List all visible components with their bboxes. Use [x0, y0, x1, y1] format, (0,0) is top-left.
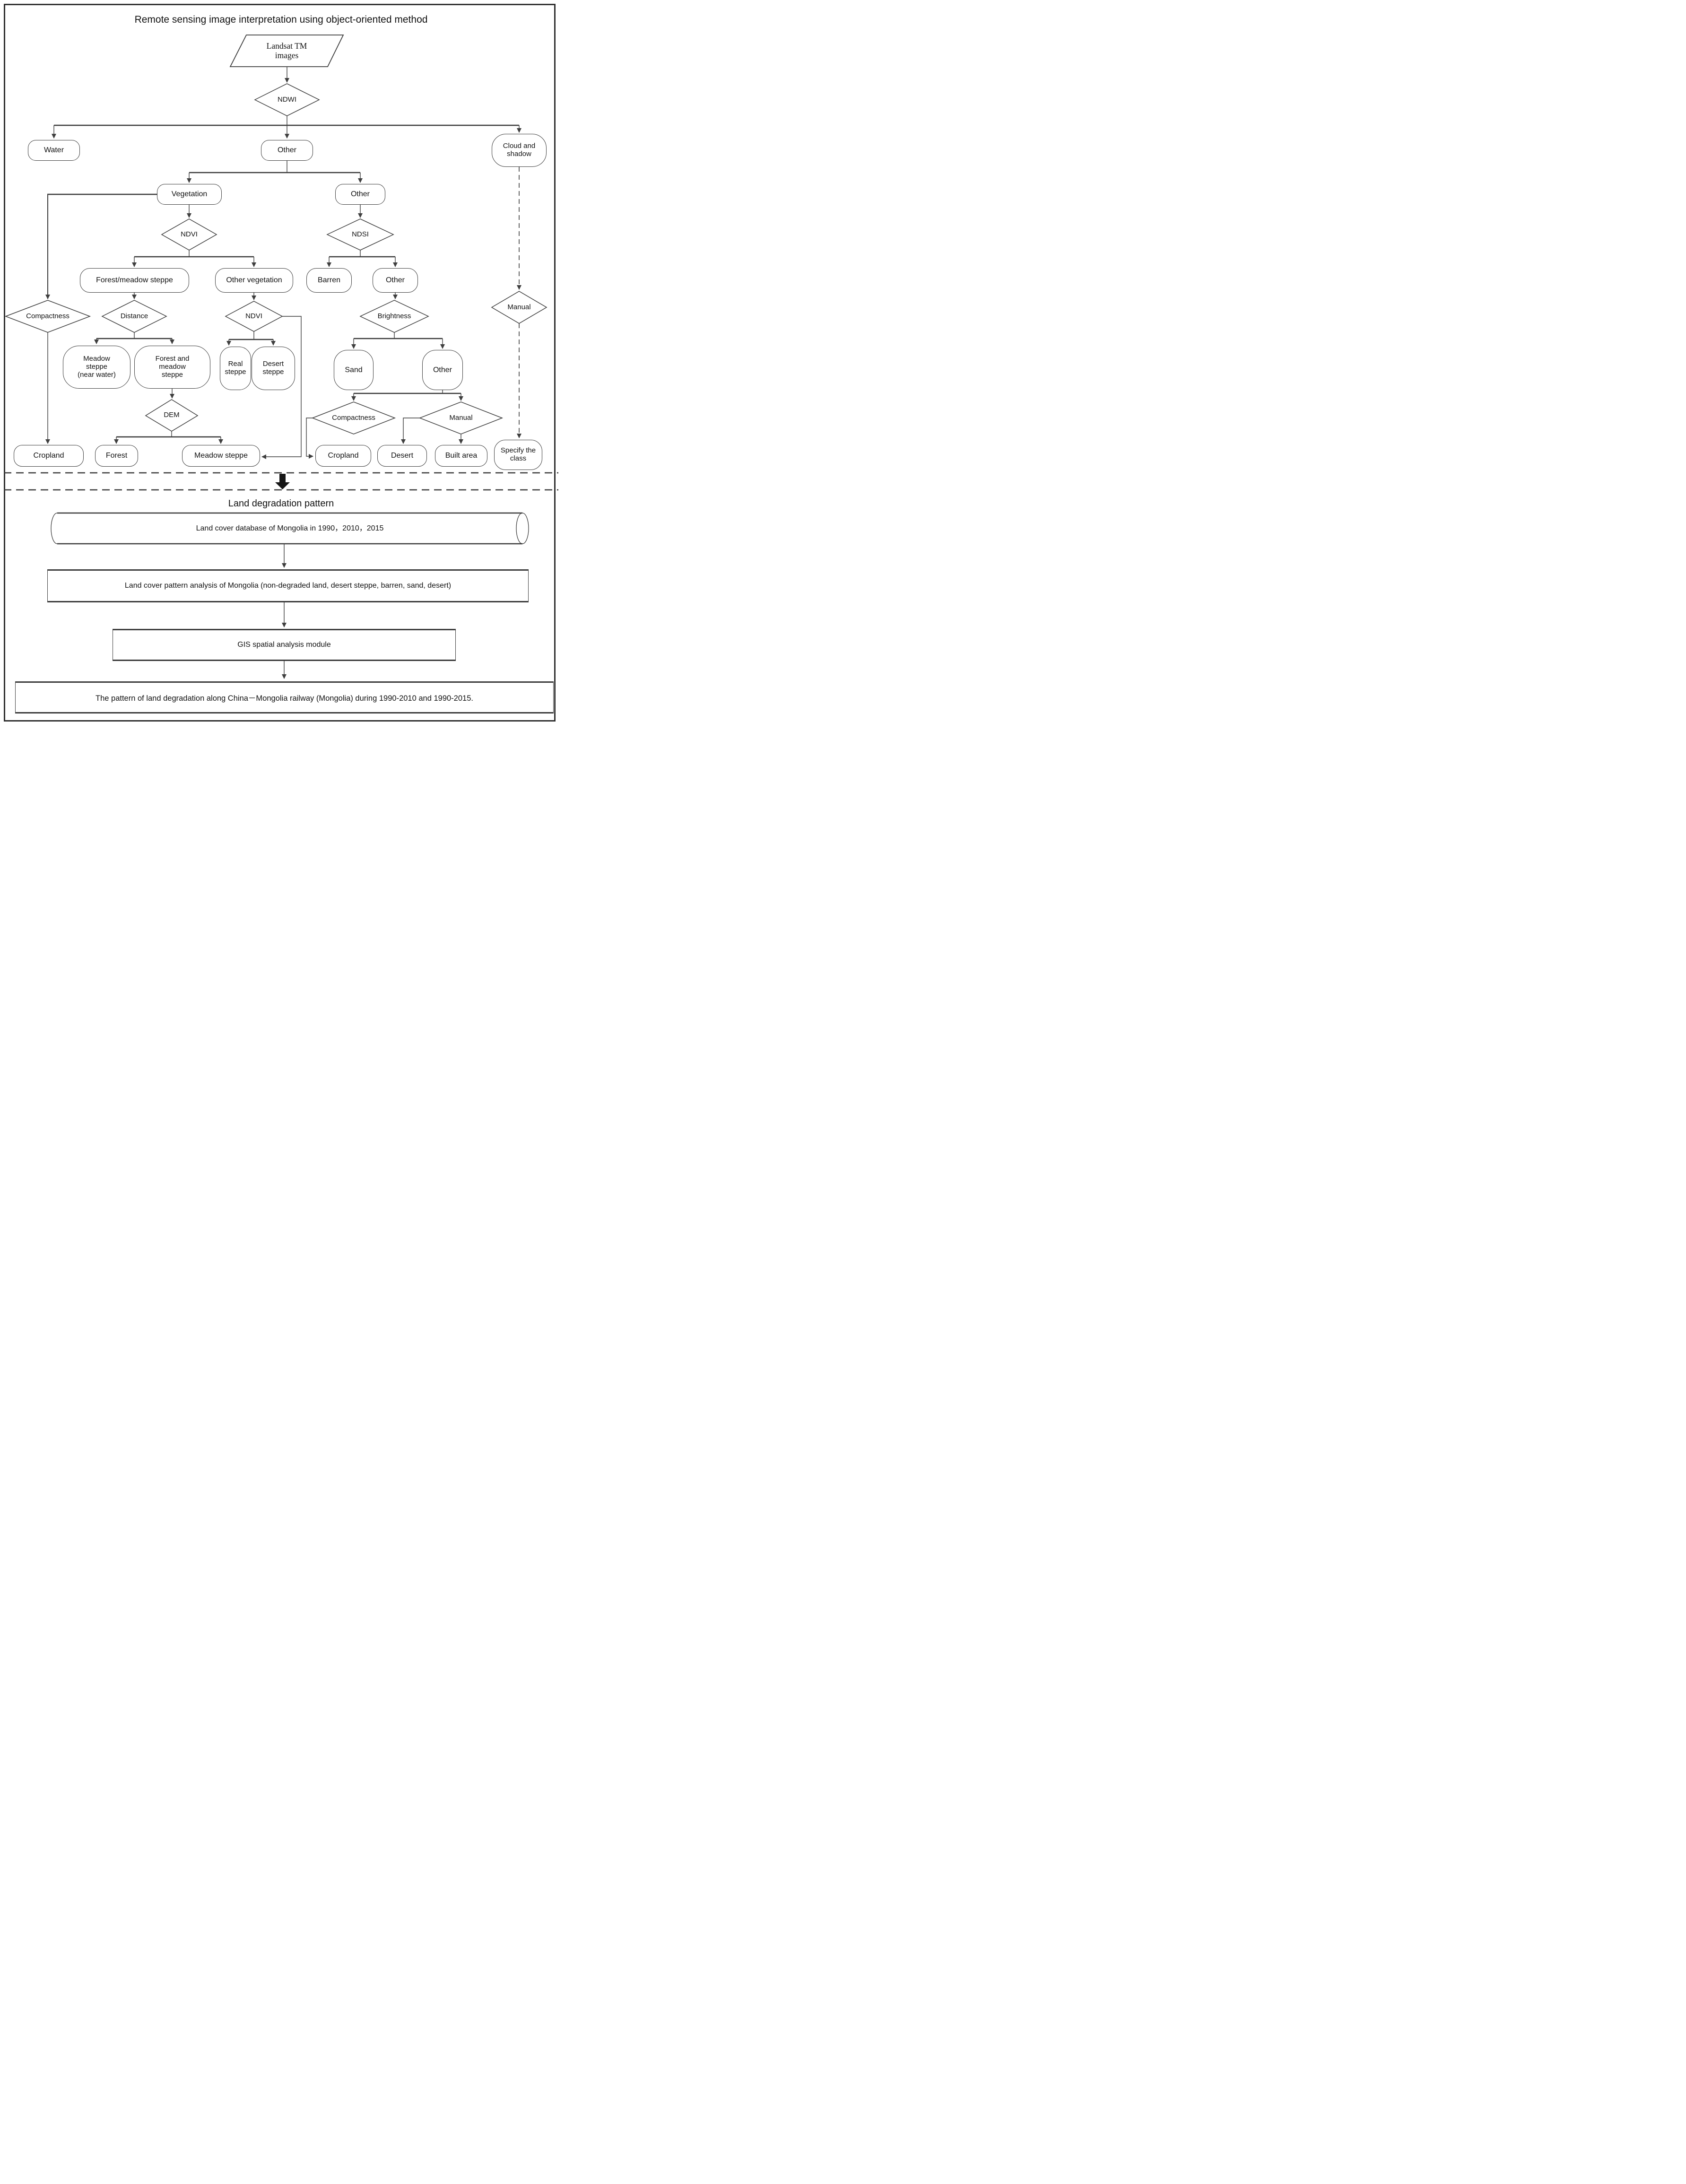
node-cropland-2: Cropland [315, 445, 371, 467]
decision-ndvi1-shape [161, 218, 217, 251]
flowchart-page: Remote sensing image interpretation usin… [0, 0, 562, 728]
node-desert: Desert [377, 445, 427, 467]
decision-distance: Distance [120, 312, 148, 320]
decision-brightness-shape [359, 300, 429, 333]
decision-ndwi: NDWI [278, 95, 296, 104]
section-separators [4, 472, 558, 491]
decision-ndsi-shape [326, 218, 394, 251]
decision-compactness-1: Compactness [26, 312, 70, 320]
decision-ndvi-2: NDVI [245, 312, 262, 320]
node-real-steppe: Real steppe [220, 347, 251, 390]
node-meadow-steppe: Meadow steppe [182, 445, 260, 467]
node-vegetation: Vegetation [157, 184, 222, 205]
decision-compactness1-shape [4, 300, 91, 333]
decision-manual2-shape [418, 401, 504, 435]
node-meadow-steppe-near-water: Meadow steppe (near water) [63, 346, 130, 389]
node-specify-the-class: Specify the class [494, 440, 542, 470]
database-cylinder [51, 512, 529, 545]
decision-compactness2-shape [311, 401, 396, 435]
node-other-vegetation: Other vegetation [215, 268, 293, 293]
decision-ndvi-1: NDVI [181, 230, 198, 238]
node-forest: Forest [95, 445, 138, 467]
branch-bars [47, 124, 519, 438]
node-forest-and-meadow-steppe: Forest and meadow steppe [134, 346, 210, 389]
section2-heading: Land degradation pattern [228, 498, 334, 509]
diagram-title: Remote sensing image interpretation usin… [134, 14, 428, 26]
shapes [4, 35, 548, 435]
decision-ndvi2-shape [225, 301, 283, 332]
node-water: Water [28, 140, 80, 161]
node-cropland-1: Cropland [14, 445, 84, 467]
node-other-level1: Other [261, 140, 313, 161]
analysis-box: Land cover pattern analysis of Mongolia … [47, 569, 529, 602]
node-cloud-and-shadow: Cloud and shadow [492, 134, 547, 167]
decision-dem: DEM [164, 411, 180, 419]
node-other-level4: Other [422, 350, 463, 390]
result-box: The pattern of land degradation along Ch… [15, 681, 554, 713]
connectors [45, 67, 521, 679]
decision-dem-shape [145, 399, 199, 432]
node-built-area: Built area [435, 445, 487, 467]
node-other-level3: Other [373, 268, 418, 293]
node-sand: Sand [334, 350, 374, 390]
decision-manual1-shape [491, 291, 548, 324]
outer-border [4, 4, 556, 722]
node-desert-steppe: Desert steppe [252, 347, 295, 390]
decision-compactness-2: Compactness [332, 413, 375, 422]
section-arrow-icon [275, 474, 290, 489]
decision-brightness: Brightness [377, 312, 411, 320]
decision-manual-2: Manual [449, 413, 473, 422]
node-landsat-images: Landsat TM images [266, 41, 307, 60]
decision-distance-shape [101, 300, 167, 333]
gis-module-box: GIS spatial analysis module [113, 629, 456, 661]
decision-manual-1: Manual [507, 303, 531, 311]
decision-ndwi-shape [254, 83, 320, 116]
node-other-level2: Other [335, 184, 385, 205]
database-label: Land cover database of Mongolia in 1990，… [196, 524, 384, 532]
node-forest-meadow-steppe: Forest/meadow steppe [80, 268, 189, 293]
diagram-graphics [4, 35, 558, 679]
decision-ndsi: NDSI [352, 230, 369, 238]
node-barren: Barren [306, 268, 352, 293]
landsat-parallelogram [229, 35, 344, 67]
